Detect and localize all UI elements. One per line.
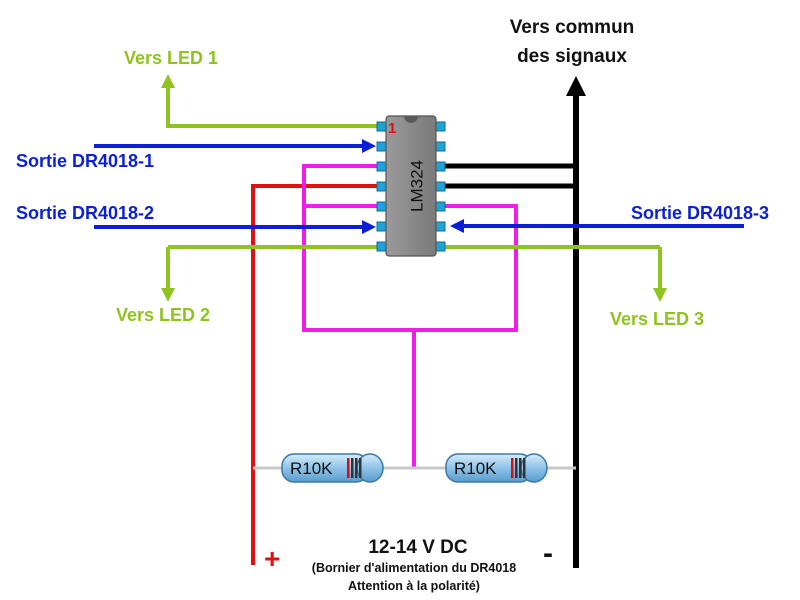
sortie2-arrow-head xyxy=(362,220,376,234)
resistor-2-label: R10K xyxy=(454,459,497,478)
pin-2 xyxy=(376,141,387,152)
pin-8 xyxy=(435,241,446,252)
resistor-1-band-4 xyxy=(359,458,362,478)
pin-13 xyxy=(435,141,446,152)
resistor-2-band-1 xyxy=(511,458,514,478)
sortie3-label: Sortie DR4018-3 xyxy=(631,203,769,223)
note-line2: Attention à la polarité) xyxy=(348,579,480,593)
pin-6 xyxy=(376,221,387,232)
chip-notch xyxy=(404,116,418,123)
signal-wires xyxy=(94,139,744,234)
pin-4 xyxy=(376,181,387,192)
resistor-2: R10K xyxy=(445,453,548,483)
resistor-1-band-1 xyxy=(347,458,350,478)
pin-5 xyxy=(376,201,387,212)
led1-wire xyxy=(166,84,384,128)
led3-arrow-head xyxy=(653,288,667,302)
common-wires xyxy=(440,76,586,568)
pin-10 xyxy=(435,201,446,212)
sortie1-arrow-head xyxy=(362,139,376,153)
supply-plus-wire xyxy=(251,184,384,565)
note-line1: (Bornier d'alimentation du DR4018 xyxy=(312,561,516,575)
chip-label: LM324 xyxy=(407,160,426,212)
resistor-2-band-4 xyxy=(523,458,526,478)
divider-left-loop xyxy=(302,164,518,332)
pin-14 xyxy=(435,121,446,132)
pin-3 xyxy=(376,161,387,172)
pin-1 xyxy=(376,121,387,132)
resistor-1-band-3 xyxy=(355,458,358,478)
resistor-1-band-2 xyxy=(351,458,354,478)
led3-label: Vers LED 3 xyxy=(610,309,704,329)
commun-label-line1: Vers commun xyxy=(510,17,635,38)
pin-9 xyxy=(435,221,446,232)
voltage-label: 12-14 V DC xyxy=(368,537,468,558)
lm324-chip: 1 LM324 xyxy=(376,115,446,257)
sortie1-label: Sortie DR4018-1 xyxy=(16,151,154,171)
pin1-marker: 1 xyxy=(388,120,396,137)
pin-7 xyxy=(376,241,387,252)
commun-label-line2: des signaux xyxy=(517,46,627,67)
resistor-1-label: R10K xyxy=(290,459,333,478)
led1-label: Vers LED 1 xyxy=(124,48,218,68)
pin-11 xyxy=(435,181,446,192)
led2-label: Vers LED 2 xyxy=(116,305,210,325)
minus-sign: - xyxy=(543,537,553,570)
led2-arrow-head xyxy=(161,288,175,302)
plus-wire xyxy=(251,184,384,565)
common-arrow-head xyxy=(566,76,586,96)
plus-sign: + xyxy=(264,543,280,574)
led1-arrow-head xyxy=(161,74,175,88)
resistor-2-band-2 xyxy=(515,458,518,478)
resistor-2-band-3 xyxy=(519,458,522,478)
divider-wires xyxy=(302,164,518,468)
sortie2-label: Sortie DR4018-2 xyxy=(16,203,154,223)
sortie3-arrow-head xyxy=(450,219,464,233)
pin-12 xyxy=(435,161,446,172)
resistor-1: R10K xyxy=(281,453,384,483)
